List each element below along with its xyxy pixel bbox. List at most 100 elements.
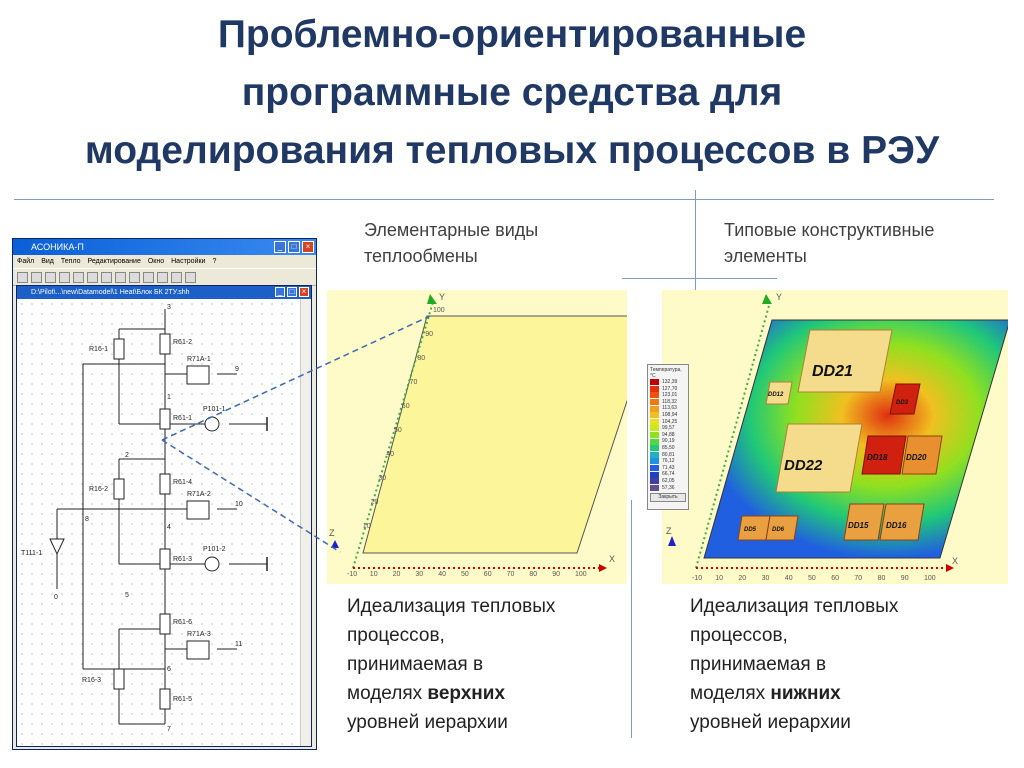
legend-value: 90,19 [662,438,675,445]
label-r71a-1: R71A-1 [187,356,211,363]
legend-swatch [650,432,659,439]
zoom-icon[interactable] [171,271,182,283]
cut-icon[interactable] [73,271,84,283]
menu-item-0[interactable]: Файл [17,258,35,265]
legend-swatch [650,392,659,399]
x-tick-label: 100 [575,571,587,578]
legend-value: 66,74 [662,471,675,478]
legend-row: 104,25 [650,419,686,426]
page-title: Проблемно-ориентированные программные ср… [0,6,1024,180]
copy-icon[interactable] [87,271,98,283]
legend-value: 62,05 [662,477,675,484]
legend-value: 99,57 [662,425,675,432]
x-tick-label: 30 [762,575,770,582]
title-line-2: программные средства для [241,71,783,114]
y-tick-label: 100 [433,307,445,314]
menu-item-1[interactable]: Вид [41,258,54,265]
component-dd22: DD22 [784,457,823,474]
vertical-scrollbar[interactable] [300,299,311,746]
edit-icon[interactable] [115,271,126,283]
doc-maximize-button[interactable]: □ [287,287,297,297]
doc-minimize-button[interactable]: _ [275,287,285,297]
x-tick-label: 50 [808,575,816,582]
paste-icon[interactable] [101,271,112,283]
legend-row: 127,70 [650,386,686,393]
legend-title: Температура, °С [650,367,682,379]
x-tick-label: 70 [854,575,862,582]
menu-item-3[interactable]: Редактирование [87,258,141,265]
caption-upper-levels: Идеализация тепловых процессов, принимае… [347,596,556,733]
x-tick-label: -10 [347,571,357,578]
label-r71a-2: R71A-2 [187,491,211,498]
node-4-label: 4 [167,524,171,531]
label-r16-2: R16-2 [89,486,108,493]
x-tick-label: -10 [692,575,702,582]
label-r16-3: R16-3 [82,677,101,684]
axis-z-label: Z [329,528,335,538]
legend-swatch [650,399,659,406]
maximize-button[interactable]: □ [288,241,300,253]
legend-value: 57,36 [662,484,675,491]
title-line-3: моделирования тепловых процессов в РЭУ [84,129,940,172]
label-p101-1: P101-1 [203,406,226,413]
menu-item-2[interactable]: Тепло [60,258,81,265]
legend-swatch [650,451,659,458]
delete-icon[interactable] [129,271,140,283]
x-tick-label: 90 [901,575,909,582]
legend-value: 108,94 [662,411,678,418]
node-9-label: 9 [235,366,239,373]
doc-close-button[interactable]: × [299,287,309,297]
document-title: D:\Pilot\...\new\Datamodel\1 Heat\Блок Б… [31,289,190,296]
label-t111-1: T111-1 [21,550,42,557]
axis-y-label-2: Y [776,292,782,302]
x-tick-label: 60 [831,575,839,582]
legend-row: 76,12 [650,458,686,465]
legend-value: 104,25 [662,418,678,425]
legend-swatch [650,405,659,412]
new-icon[interactable] [17,271,28,283]
component-dd15: DD15 [848,521,869,530]
node-2-label: 2 [125,452,129,459]
close-button[interactable]: × [302,241,314,253]
properties-icon[interactable] [143,271,154,283]
component-dd18: DD18 [867,453,888,462]
legend-swatch [650,418,659,425]
tool-icon[interactable] [185,271,196,283]
label-r61-6: R61-6 [173,619,192,626]
run-icon[interactable] [157,271,168,283]
x-tick-label: 90 [552,571,560,578]
legend-value: 80,81 [662,451,675,458]
legend-value: 85,50 [662,444,675,451]
y-tick-label: 20 [371,499,379,506]
legend-close-button[interactable]: Закрыть [650,493,686,503]
menu-bar: Файл Вид Тепло Редактирование Окно Настройки? [13,255,316,268]
menu-item-4[interactable]: Окно [147,258,165,265]
thermal-schematic[interactable]: 3 1 2 4 5 6 7 8 9 10 11 0 R16-1 R61-2 R7… [17,299,301,746]
label-r71a-3: R71A-3 [187,631,211,638]
app-title: АСОНИКА-П [31,242,84,252]
open-icon[interactable] [31,271,42,283]
axis-x-label: X [609,554,615,564]
legend-row: 113,63 [650,405,686,412]
axis-y-label: Y [439,292,445,302]
save-icon[interactable] [45,271,56,283]
legend-row: 62,05 [650,478,686,485]
menu-item-5[interactable]: Настройки [171,258,206,265]
divider-vertical-bottom [631,500,632,738]
menu-item-6[interactable]: ? [212,258,217,265]
node-3-label: 3 [167,304,171,311]
divider-horizontal-short [622,278,777,279]
axis-z-label-2: Z [666,526,672,536]
minimize-button[interactable]: _ [274,241,286,253]
title-line-1: Проблемно-ориентированные [217,13,807,56]
legend-swatch [650,445,659,452]
legend-swatch [650,484,659,491]
legend-row: 118,32 [650,399,686,406]
print-icon[interactable] [59,271,70,283]
legend-value: 71,43 [662,464,675,471]
legend-swatch [650,385,659,392]
node-11-label: 11 [235,641,242,648]
